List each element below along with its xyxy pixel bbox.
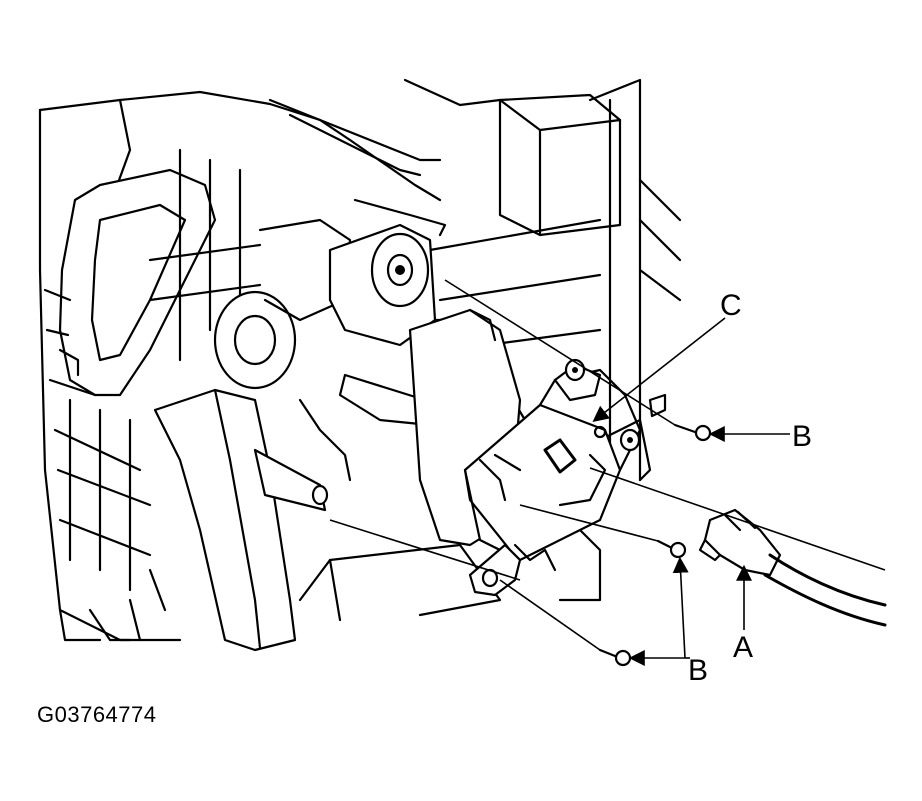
figure-id: G03764774 bbox=[37, 702, 157, 727]
screw-bottom bbox=[598, 648, 632, 667]
hvac-housing bbox=[38, 78, 682, 652]
alignment-lines bbox=[329, 279, 886, 651]
connector-harness bbox=[698, 508, 887, 627]
callout-leaders bbox=[592, 317, 790, 666]
callout-label-b-top: B bbox=[792, 420, 812, 453]
callout-label-c: C bbox=[720, 289, 742, 322]
screw-middle bbox=[656, 539, 687, 559]
callout-label-a: A bbox=[733, 631, 753, 664]
screw-top bbox=[673, 423, 712, 442]
callout-label-b-bottom: B bbox=[688, 654, 708, 687]
